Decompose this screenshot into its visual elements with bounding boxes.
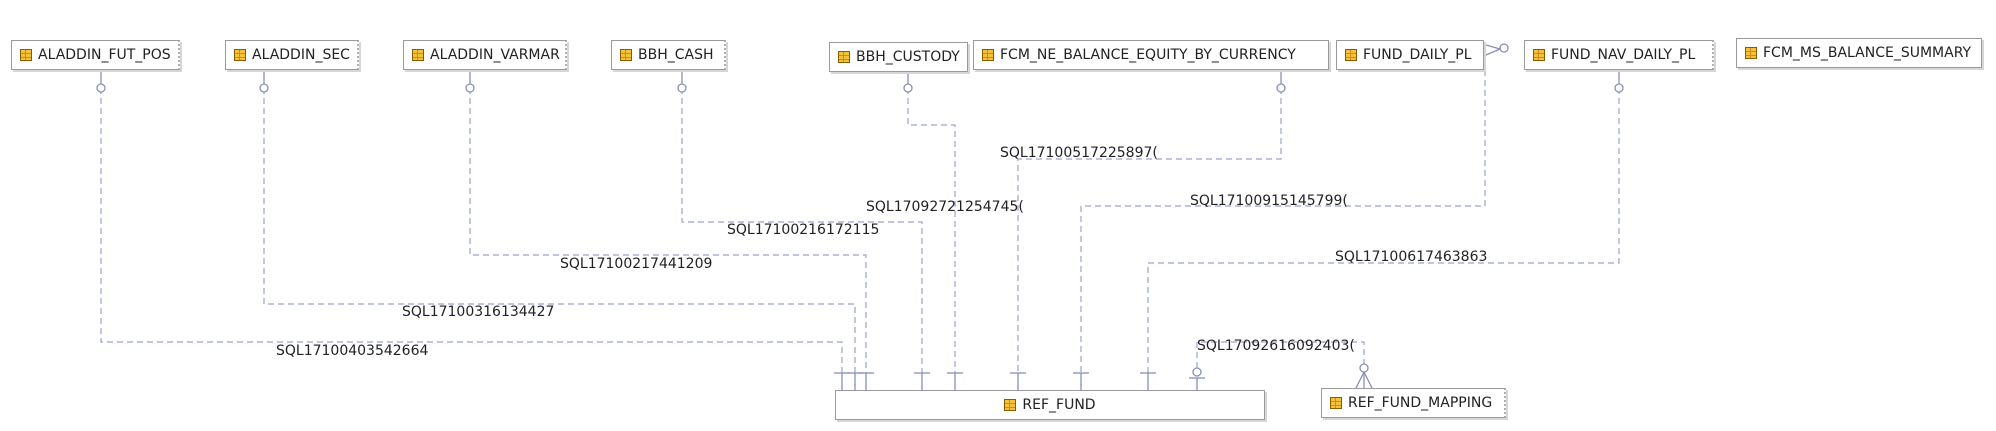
entity-label: ALADDIN_VARMAR [430,47,560,63]
entity-label: FCM_MS_BALANCE_SUMMARY [1763,45,1972,61]
relation-line-bbh-custody[interactable] [907,88,956,373]
entity-label: ALADDIN_SEC [252,47,350,63]
relation-line-fcm-ne-balance[interactable] [1017,88,1282,373]
relation-line-aladdin-varmar[interactable] [469,88,867,373]
relation-label: SQL17100617463863 [1335,249,1487,265]
entity-fcm-ms-balance-summary[interactable]: FCM_MS_BALANCE_SUMMARY [1736,38,1982,68]
table-icon [838,51,850,63]
table-icon [20,49,32,61]
entity-fcm-ne-balance-equity-by-currency[interactable]: FCM_NE_BALANCE_EQUITY_BY_CURRENCY [973,40,1329,70]
relation-label: SQL17100216172115 [727,222,879,238]
table-icon [1330,397,1342,409]
relation-label: SQL17100915145799( [1190,193,1348,209]
entity-label: BBH_CUSTODY [856,49,960,65]
entity-aladdin-sec[interactable]: ALADDIN_SEC [225,40,359,70]
table-icon [620,49,632,61]
entity-label: FUND_NAV_DAILY_PL [1551,47,1696,63]
relation-line-fund-daily-pl[interactable] [1080,50,1486,373]
table-icon [1533,49,1545,61]
table-icon [1745,47,1757,59]
relation-line-ref-fund-mapping[interactable] [1196,341,1365,373]
entity-ref-fund[interactable]: REF_FUND [835,390,1265,420]
relation-label: SQL17092721254745( [866,199,1024,215]
table-icon [982,49,994,61]
relation-label: SQL17092616092403( [1197,338,1355,354]
entity-fund-nav-daily-pl[interactable]: FUND_NAV_DAILY_PL [1524,40,1714,70]
relation-line-bbh-cash[interactable] [681,88,923,373]
table-icon [1004,399,1017,411]
entity-label: REF_FUND_MAPPING [1348,395,1493,411]
relation-end-markers [96,42,1624,389]
entity-fund-daily-pl[interactable]: FUND_DAILY_PL [1336,40,1484,70]
entity-aladdin-varmar[interactable]: ALADDIN_VARMAR [403,40,567,70]
entity-aladdin-fut-pos[interactable]: ALADDIN_FUT_POS [11,40,180,70]
entity-label: FUND_DAILY_PL [1363,47,1472,63]
relation-line-aladdin-sec[interactable] [263,88,856,373]
table-icon [412,49,424,61]
relation-line-fund-nav-daily-pl[interactable] [1147,88,1620,373]
entity-label: ALADDIN_FUT_POS [38,47,171,63]
entity-label: FCM_NE_BALANCE_EQUITY_BY_CURRENCY [1000,47,1296,63]
relation-label: SQL17100403542664 [276,343,429,359]
entity-label: REF_FUND [1022,397,1096,413]
table-icon [234,49,246,61]
relation-label: SQL17100217441209 [560,256,712,272]
entity-label: BBH_CASH [638,47,714,63]
relation-label: SQL17100517225897( [1000,145,1158,161]
table-icon [1345,49,1357,61]
entity-ref-fund-mapping[interactable]: REF_FUND_MAPPING [1321,388,1506,418]
relation-label: SQL17100316134427 [402,304,554,320]
ref-fund-key-markers [834,367,1205,390]
entity-bbh-cash[interactable]: BBH_CASH [611,40,726,70]
entity-bbh-custody[interactable]: BBH_CUSTODY [829,42,968,72]
relation-line-aladdin-fut-pos[interactable] [100,88,843,373]
